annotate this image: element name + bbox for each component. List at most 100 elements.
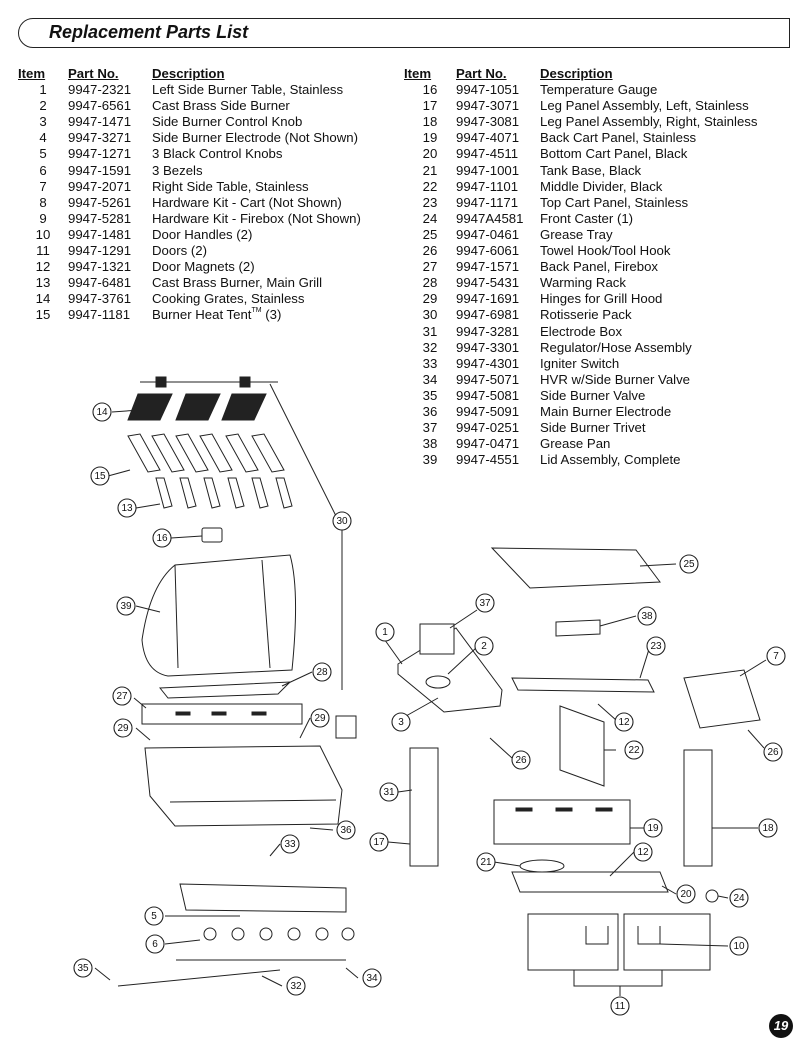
part-item-number: 33 [422,355,438,371]
part-description: Regulator/Hose Assembly [540,340,790,356]
callout-21: 21 [476,852,496,872]
part-description-text: HVR w/Side Burner Valve [540,371,691,387]
part-number: 9947-1591 [68,162,132,178]
part-description-text: Electrode Box [540,323,623,339]
part-number: 9947-0251 [456,420,520,436]
part-item-number: 3 [39,114,47,130]
svg-text:33: 33 [284,839,296,850]
part-number: 9947-4511 [456,146,519,162]
svg-text:10: 10 [733,941,745,952]
part-description: Electrode Box [540,324,790,340]
part-description-text: Left Side Burner Table, Stainless [152,82,344,98]
part-description-text: Cast Brass Side Burner [152,98,290,114]
part-item-number: 14 [35,291,51,307]
callout-18: 18 [758,818,778,838]
part-description-text: Igniter Switch [540,355,620,371]
callout-29: 29 [310,708,330,728]
part-number: 9947-0461 [456,226,520,242]
svg-text:20: 20 [680,889,692,900]
part-number: 9947-3301 [456,339,520,355]
callout-20: 20 [676,884,696,904]
part-description-text: Cooking Grates, Stainless [152,291,305,307]
part-number: 9947-3271 [68,130,132,146]
part-number: 9947-5071 [456,371,520,387]
part-description: Bottom Cart Panel, Black [540,146,790,162]
part-description: Main Burner Electrode [540,404,790,420]
part-item-number: 31 [422,323,438,339]
part-number: 9947-5081 [456,387,520,403]
part-item-number: 9 [39,210,47,226]
svg-text:24: 24 [733,893,745,904]
part-item-number: 24 [422,210,438,226]
part-description: Grease Pan [540,436,790,452]
part-number: 9947-6061 [456,243,520,259]
part-item-number: 29 [422,291,438,307]
part-description-text: Hinges for Grill Hood [540,291,663,307]
bottom-cart-panel [511,871,669,893]
grease-tray [490,547,661,589]
svg-text:5: 5 [151,911,157,922]
part-number: 9947-1291 [68,243,132,259]
callout-35: 35 [73,958,93,978]
part-item-number: 6 [39,162,47,178]
part-item-number: 35 [422,387,438,403]
part-description-text: Side Burner Trivet [540,420,646,436]
callout-19: 19 [643,818,663,838]
part-description: 3 Black Control Knobs [152,146,392,162]
callout-13: 13 [117,498,137,518]
part-item-number: 38 [422,436,438,452]
part-item-number: 5 [39,146,47,162]
part-description: Middle Divider, Black [540,179,790,195]
part-item-number: 11 [36,243,50,259]
header-part-no: Part No. [456,66,507,81]
callout-12: 12 [614,712,634,732]
part-number: 9947-1571 [456,259,520,275]
part-description: Side Burner Electrode (Not Shown) [152,130,392,146]
part-description: Towel Hook/Tool Hook [540,243,790,259]
part-item-number: 25 [422,226,438,242]
svg-text:17: 17 [373,837,385,848]
valve-manifold [117,883,355,987]
middle-divider [559,705,605,787]
part-description: Warming Rack [540,275,790,291]
part-item-number: 8 [39,194,47,210]
part-description-text: 3 Black Control Knobs [152,146,283,162]
part-description-text: Door Handles (2) [152,226,253,242]
svg-text:25: 25 [683,559,695,570]
part-number: 9947-5261 [68,194,132,210]
callout-3: 3 [391,712,411,732]
rotisserie-spit [140,376,278,388]
svg-text:12: 12 [637,847,649,858]
heat-tents [127,433,285,473]
callout-33: 33 [280,834,300,854]
header-description: Description [152,66,225,81]
part-description-text: Bottom Cart Panel, Black [540,146,688,162]
svg-text:30: 30 [336,516,348,527]
callout-30: 30 [332,511,352,531]
part-description-suffix: (3) [261,307,282,323]
part-description-text: 3 Bezels [152,162,203,178]
part-description-text: Temperature Gauge [540,82,658,98]
part-number: 9947-1051 [456,82,520,98]
back-cart-panel [493,799,631,845]
part-row: 6 9947-1591 3 Bezels [18,163,392,179]
electrode-box [335,715,357,739]
callout-24: 24 [729,888,749,908]
part-description: Front Caster (1) [540,211,790,227]
part-number: 9947-6561 [68,98,132,114]
part-item-number: 27 [422,259,438,275]
part-description: Igniter Switch [540,356,790,372]
svg-text:34: 34 [366,973,378,984]
callout-7: 7 [766,646,786,666]
part-number: 9947-1481 [68,226,132,242]
part-number: 9947-4301 [456,355,520,371]
